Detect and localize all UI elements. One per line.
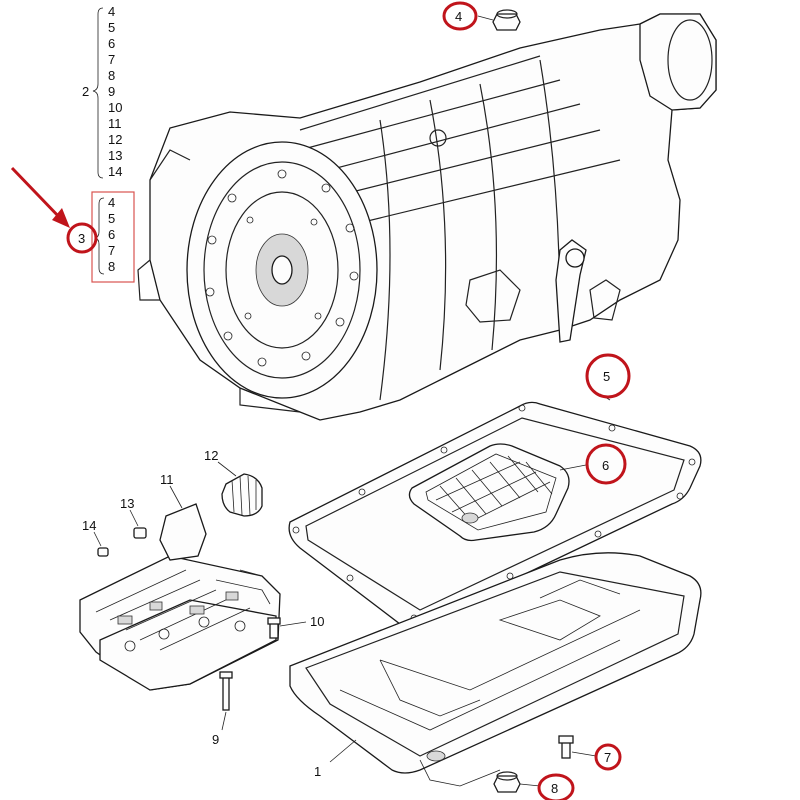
case-ribs <box>299 55 621 231</box>
label-part-12: 12 <box>204 448 218 463</box>
highlight-circle-5 <box>585 353 631 399</box>
callout-item: 14 <box>108 164 122 179</box>
part-4-plug: 4 <box>442 1 521 31</box>
callout-item: 8 <box>108 259 115 274</box>
label-part-4: 4 <box>455 9 462 24</box>
part-8-drain-plug: 8 <box>493 771 575 800</box>
filter-outlet <box>461 512 479 524</box>
input-shaft <box>271 255 293 285</box>
callout-group-2: 2 4 5 6 7 8 9 10 11 12 13 14 <box>82 4 122 179</box>
callout-item: 6 <box>108 227 115 242</box>
part-13-nut: 13 <box>120 496 147 539</box>
case-rings <box>379 59 561 401</box>
highlight-circle-4 <box>442 1 478 31</box>
selector-pivot <box>565 248 585 268</box>
valve-housing-side <box>465 269 521 323</box>
callout-label-2: 2 <box>82 84 89 99</box>
label-part-9: 9 <box>212 732 219 747</box>
transmission-assembly <box>137 13 717 421</box>
callout-item: 13 <box>108 148 122 163</box>
part-7-bolt: 7 <box>558 735 622 771</box>
pan-channel <box>379 659 481 717</box>
label-part-7: 7 <box>604 750 611 765</box>
part-9-bolt: 9 <box>212 671 233 747</box>
label-part-10: 10 <box>310 614 324 629</box>
label-part-13: 13 <box>120 496 134 511</box>
drain-boss <box>426 750 446 762</box>
callout-group-2-items: 4 5 6 7 8 9 10 11 12 13 14 <box>108 4 122 179</box>
callout-item: 8 <box>108 68 115 83</box>
breather-cap <box>429 129 447 147</box>
red-arrow-icon <box>10 166 70 228</box>
label-part-8: 8 <box>551 781 558 796</box>
label-part-6: 6 <box>602 458 609 473</box>
output-flange-face <box>667 19 713 101</box>
label-part-5: 5 <box>603 369 610 384</box>
part-10-bolt: 10 <box>267 614 324 639</box>
callout-item: 11 <box>108 116 122 131</box>
callout-brace-2 <box>92 7 104 179</box>
highlight-circle-6 <box>585 443 627 485</box>
callout-item: 10 <box>108 100 122 115</box>
callout-item: 5 <box>108 211 115 226</box>
part-1-oil-pan: 1 <box>289 552 702 787</box>
torque-converter-ring <box>203 161 361 379</box>
part-11-valve-body: 11 <box>79 472 281 691</box>
pan-stiffeners <box>498 579 621 641</box>
highlight-circle-8 <box>537 773 575 800</box>
part-6-filter: 6 <box>408 443 627 542</box>
mount-bracket <box>589 279 621 321</box>
valve-body-details <box>95 569 271 652</box>
callout-group-3: 4 5 6 7 8 3 <box>10 166 135 283</box>
converter-bolt-holes <box>205 169 359 367</box>
torque-converter-inner <box>225 191 339 349</box>
label-part-1: 1 <box>314 764 321 779</box>
callout-item: 6 <box>108 36 115 51</box>
highlight-circle-3 <box>66 222 98 254</box>
valve-body-tower <box>159 503 207 561</box>
callout-group-3-box <box>91 191 135 283</box>
callout-item: 12 <box>108 132 122 147</box>
callout-item: 7 <box>108 52 115 67</box>
highlight-circle-7 <box>594 743 622 771</box>
part-14-nut: 14 <box>82 518 109 557</box>
callout-item: 5 <box>108 20 115 35</box>
callout-item: 4 <box>108 4 115 19</box>
output-flange <box>639 13 717 111</box>
label-part-11: 11 <box>160 472 174 487</box>
part-12-connector: 12 <box>204 448 263 517</box>
callout-label-3: 3 <box>78 231 85 246</box>
filter-ribs <box>435 455 553 523</box>
callout-item: 9 <box>108 84 115 99</box>
bell-tabs <box>137 149 301 413</box>
gasket-bolt-holes <box>292 404 696 622</box>
label-part-14: 14 <box>82 518 96 533</box>
callout-item: 7 <box>108 243 115 258</box>
callout-item: 4 <box>108 195 115 210</box>
